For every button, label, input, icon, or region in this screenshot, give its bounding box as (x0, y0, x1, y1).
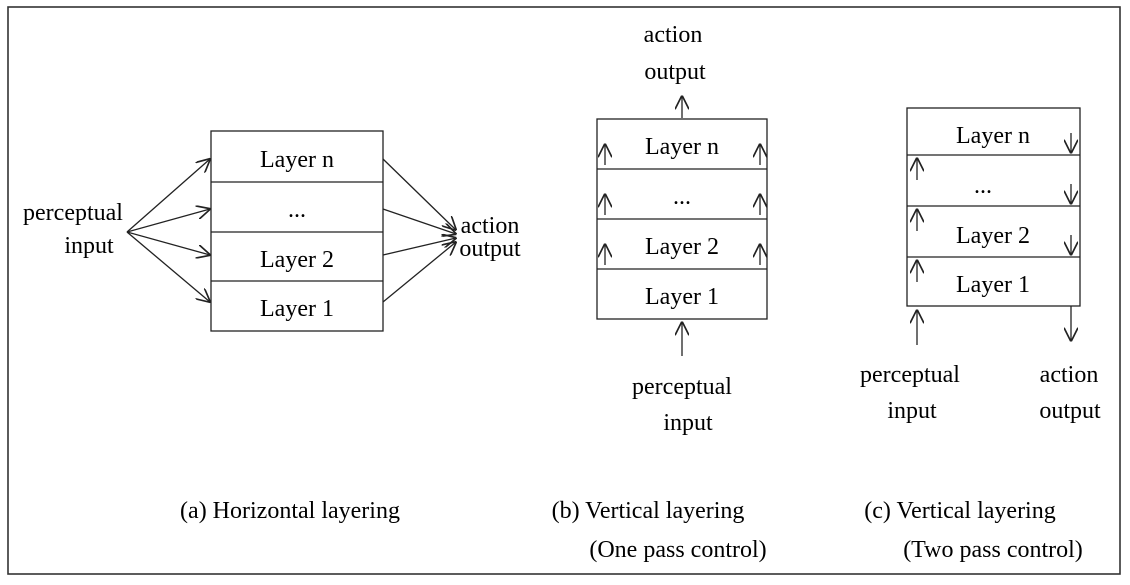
panel-a-input-arrow (126, 159, 210, 233)
panel-c-caption: (c) Vertical layering (864, 498, 1055, 524)
panel-b-output-label: output (644, 59, 706, 85)
panel-a-layer-2: Layer 2 (260, 247, 334, 273)
panel-b-output-label: action (644, 22, 703, 48)
panel-a-output-arrow (382, 242, 456, 303)
panel-a-layer-n: Layer n (260, 147, 334, 173)
panel-b-input-label: input (663, 410, 713, 436)
panel-a-layer-stack (210, 130, 384, 332)
panel-c-vertical-two-pass: Layer n ... Layer 2 Layer 1 perceptual i… (860, 107, 1101, 563)
panel-a-input-label: perceptual (23, 200, 123, 226)
panel-a-layer-ellipsis: ... (288, 197, 306, 223)
panel-a-input-arrow (126, 231, 210, 302)
panel-b-layer-1: Layer 1 (645, 284, 719, 310)
panel-c-output-label: output (1039, 398, 1101, 424)
panel-b-input-label: perceptual (632, 374, 732, 400)
panel-a-input-arrow (126, 231, 210, 255)
panel-b-vertical-one-pass: Layer n ... Layer 2 Layer 1 action outpu… (552, 22, 768, 563)
panel-a-output-arrow (382, 158, 456, 230)
panel-a-horizontal-layering: Layer n ... Layer 2 Layer 1 perceptual i… (23, 130, 521, 524)
panel-a-input-arrow (126, 209, 210, 233)
panel-c-layer-2: Layer 2 (956, 223, 1030, 249)
panel-b-layer-ellipsis: ... (673, 184, 691, 210)
panel-c-input-label: input (887, 398, 937, 424)
panel-b-layer-2: Layer 2 (645, 234, 719, 260)
panel-a-output-arrow (382, 208, 456, 234)
panel-a-caption: (a) Horizontal layering (180, 498, 400, 524)
panel-b-caption: (b) Vertical layering (552, 498, 745, 524)
panel-c-layer-1: Layer 1 (956, 272, 1030, 298)
panel-a-layer-1: Layer 1 (260, 296, 334, 322)
panel-c-caption: (Two pass control) (903, 537, 1083, 563)
panel-c-layer-ellipsis: ... (974, 173, 992, 199)
panel-a-input-label: input (64, 233, 114, 259)
panel-b-layer-n: Layer n (645, 134, 719, 160)
outer-frame (7, 6, 1121, 575)
panel-b-caption: (One pass control) (589, 537, 766, 563)
panel-c-input-label: perceptual (860, 362, 960, 388)
panel-a-output-label: action (461, 213, 520, 239)
panel-c-output-label: action (1040, 362, 1099, 388)
panel-a-output-label: output (459, 236, 521, 262)
panel-a-output-arrow (382, 238, 456, 256)
panel-c-layer-n: Layer n (956, 123, 1030, 149)
panel-c-layer-stack (906, 107, 1081, 307)
